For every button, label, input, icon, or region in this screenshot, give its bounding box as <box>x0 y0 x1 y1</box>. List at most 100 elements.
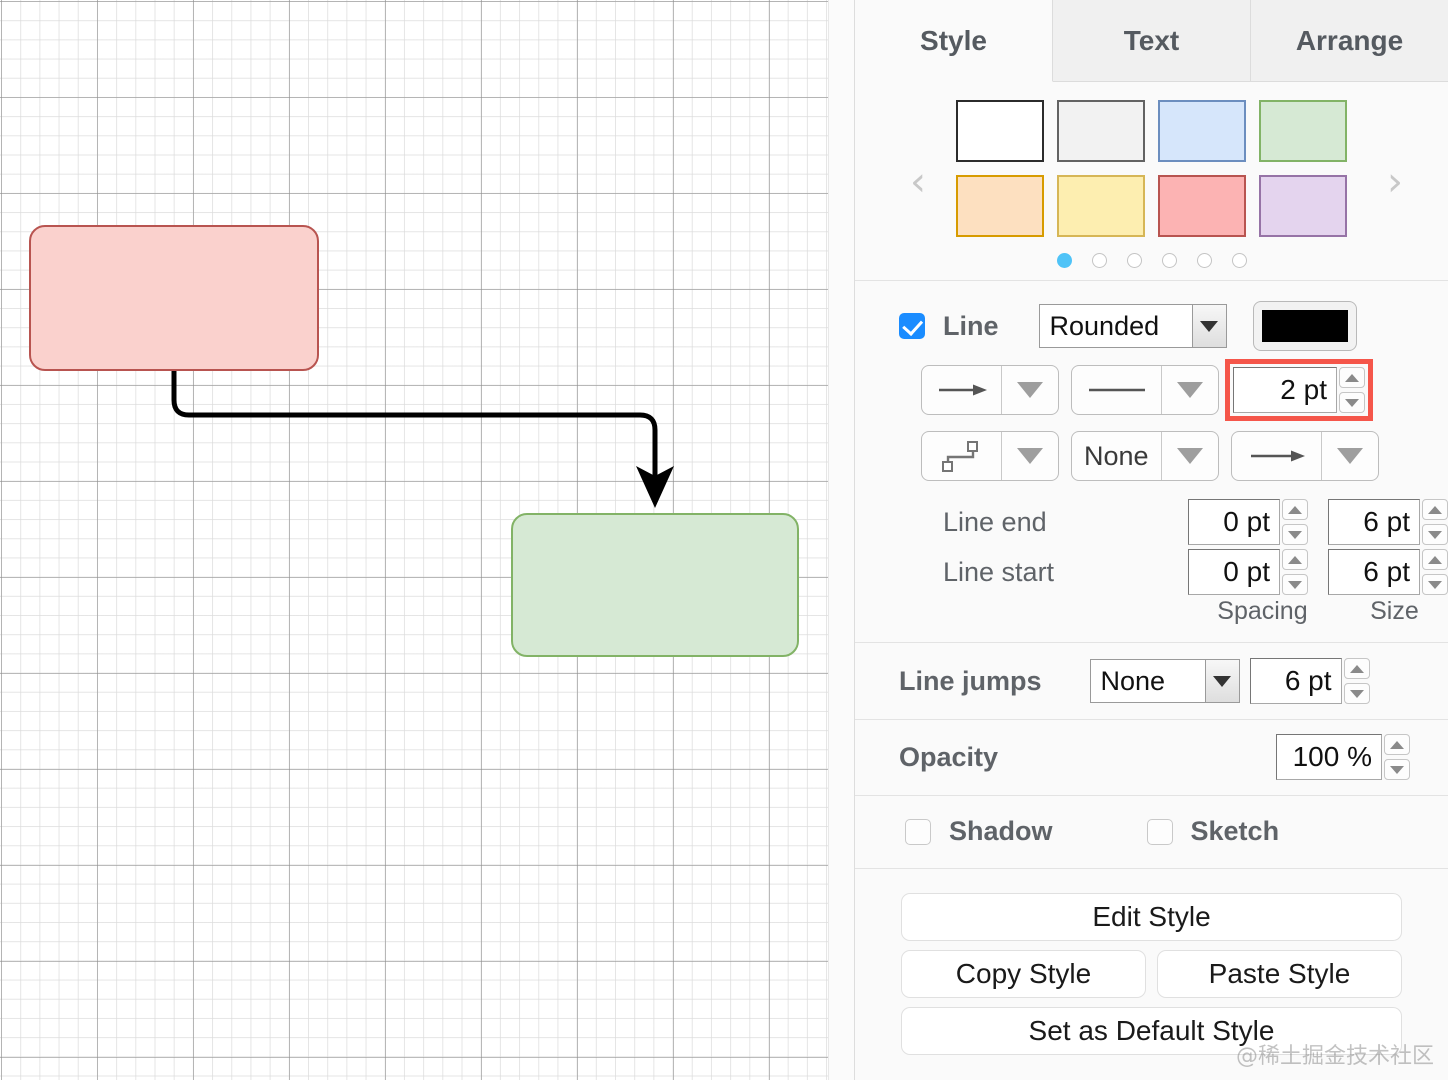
line-end-spacing-value[interactable]: 0 pt <box>1188 499 1280 545</box>
spinner-down-button[interactable] <box>1422 524 1448 545</box>
opacity-label: Opacity <box>899 741 999 772</box>
set-default-style-button[interactable]: Set as Default Style <box>901 1006 1402 1055</box>
opacity-section: Opacity 100 % <box>855 720 1448 796</box>
palette-dot-6[interactable] <box>1231 253 1247 268</box>
line-start-label: Line start <box>943 556 1055 587</box>
panel-tabs: Style Text Arrange <box>855 0 1448 82</box>
line-section: Line Rounded <box>855 281 1448 643</box>
spinner-up-button[interactable] <box>1339 367 1365 388</box>
tab-text-label: Text <box>1123 24 1180 56</box>
chevron-down-icon <box>1191 305 1226 347</box>
tab-style[interactable]: Style <box>855 0 1053 82</box>
chevron-right-icon[interactable]: › <box>1387 159 1403 205</box>
palette-dot-1[interactable] <box>1056 253 1072 268</box>
tab-text[interactable]: Text <box>1053 0 1251 82</box>
copy-style-button[interactable]: Copy Style <box>901 949 1146 998</box>
waypoints-select[interactable] <box>921 431 1059 481</box>
line-end-arrow-select[interactable] <box>1231 431 1379 481</box>
spinner-down-button[interactable] <box>1384 759 1410 781</box>
spinner-down-button[interactable] <box>1282 574 1308 595</box>
line-width-spinner[interactable] <box>1339 367 1365 413</box>
line-jumps-section: Line jumps None 6 pt <box>855 643 1448 721</box>
line-style-select[interactable]: Rounded <box>1038 304 1227 348</box>
spinner-up-button[interactable] <box>1282 499 1308 520</box>
spinner-up-button[interactable] <box>1282 549 1308 570</box>
spinner-up-button[interactable] <box>1343 658 1370 680</box>
diagram-canvas[interactable] <box>0 0 854 1080</box>
style-swatch-blue[interactable] <box>1158 100 1246 162</box>
style-swatch-yellow[interactable] <box>1057 175 1145 237</box>
line-start-size-stepper[interactable]: 6 pt <box>1328 549 1448 595</box>
spinner-down-button[interactable] <box>1339 392 1365 413</box>
effects-section: Shadow Sketch <box>855 796 1448 869</box>
line-start-size-spinner[interactable] <box>1422 549 1448 595</box>
line-end-spacing-stepper[interactable]: 0 pt <box>1188 499 1308 545</box>
style-swatch-green[interactable] <box>1259 100 1347 162</box>
line-start-spacing-stepper[interactable]: 0 pt <box>1188 549 1308 595</box>
canvas-right-gutter <box>828 0 854 1080</box>
line-jumps-style-select[interactable]: None <box>1089 659 1240 704</box>
line-jump-style-select[interactable]: None <box>1071 431 1219 481</box>
line-jumps-size-value[interactable]: 6 pt <box>1249 658 1342 705</box>
style-swatch-gray[interactable] <box>1057 100 1145 162</box>
palette-dot-5[interactable] <box>1196 253 1212 268</box>
chevron-down-icon <box>1322 432 1378 480</box>
arrow-right-icon <box>1232 432 1321 480</box>
waypoints-icon <box>922 432 1001 480</box>
palette-dot-3[interactable] <box>1126 253 1142 268</box>
line-jump-style-value: None <box>1084 440 1149 471</box>
line-end-spacing-spinner[interactable] <box>1282 499 1308 545</box>
shadow-checkbox[interactable] <box>905 818 931 845</box>
opacity-spinner[interactable] <box>1384 734 1410 781</box>
spinner-up-button[interactable] <box>1384 734 1410 756</box>
line-end-size-spinner[interactable] <box>1422 499 1448 545</box>
spinner-down-button[interactable] <box>1282 524 1308 545</box>
palette-dot-4[interactable] <box>1161 253 1177 268</box>
edit-style-button[interactable]: Edit Style <box>901 892 1402 941</box>
line-start-size-value[interactable]: 6 pt <box>1328 549 1420 595</box>
chevron-left-icon[interactable]: ‹ <box>910 159 926 205</box>
spinner-down-button[interactable] <box>1422 574 1448 595</box>
opacity-value[interactable]: 100 % <box>1276 734 1382 781</box>
chevron-down-icon <box>1002 366 1058 414</box>
line-color-swatch <box>1261 310 1348 342</box>
style-palette-section: ‹ › <box>855 82 1448 281</box>
line-end-size-value[interactable]: 6 pt <box>1328 499 1420 545</box>
palette-dot-2[interactable] <box>1091 253 1107 268</box>
sketch-checkbox[interactable] <box>1146 818 1173 845</box>
sketch-label: Sketch <box>1190 816 1280 847</box>
line-start-spacing-value[interactable]: 0 pt <box>1188 549 1280 595</box>
style-swatch-red[interactable] <box>1158 175 1246 237</box>
spinner-down-button[interactable] <box>1343 683 1370 705</box>
line-end-label: Line end <box>943 506 1047 537</box>
line-start-spacing-spinner[interactable] <box>1282 549 1308 595</box>
line-jumps-style-value: None <box>1100 665 1166 696</box>
line-jumps-size-stepper[interactable]: 6 pt <box>1249 658 1370 705</box>
line-dash-style-select[interactable] <box>1071 365 1219 415</box>
shadow-label: Shadow <box>949 816 1053 847</box>
palette-pagination <box>855 253 1448 268</box>
line-jumps-label: Line jumps <box>899 665 1042 696</box>
chevron-down-icon <box>1162 432 1218 480</box>
style-swatch-white[interactable] <box>956 100 1044 162</box>
green-rounded-rectangle[interactable] <box>511 513 799 657</box>
size-caption: Size <box>1370 597 1419 625</box>
style-actions: Edit Style Copy Style Paste Style Set as… <box>855 869 1448 1080</box>
line-start-arrow-select[interactable] <box>921 365 1059 415</box>
format-panel: Style Text Arrange ‹ › <box>854 0 1448 1080</box>
line-enabled-checkbox[interactable] <box>899 313 925 339</box>
pink-rounded-rectangle[interactable] <box>29 225 319 371</box>
line-jumps-size-spinner[interactable] <box>1343 658 1370 705</box>
line-width-stepper[interactable]: 2 pt <box>1225 359 1373 421</box>
tab-arrange[interactable]: Arrange <box>1251 0 1448 82</box>
opacity-stepper[interactable]: 100 % <box>1276 734 1410 781</box>
spinner-up-button[interactable] <box>1422 549 1448 570</box>
line-width-value[interactable]: 2 pt <box>1233 367 1337 413</box>
style-swatch-orange[interactable] <box>956 175 1044 237</box>
style-swatch-purple[interactable] <box>1259 175 1347 237</box>
spinner-up-button[interactable] <box>1422 499 1448 520</box>
line-end-size-stepper[interactable]: 6 pt <box>1328 499 1448 545</box>
paste-style-button[interactable]: Paste Style <box>1157 949 1402 998</box>
chevron-down-icon <box>1002 432 1058 480</box>
line-color-button[interactable] <box>1252 301 1357 351</box>
